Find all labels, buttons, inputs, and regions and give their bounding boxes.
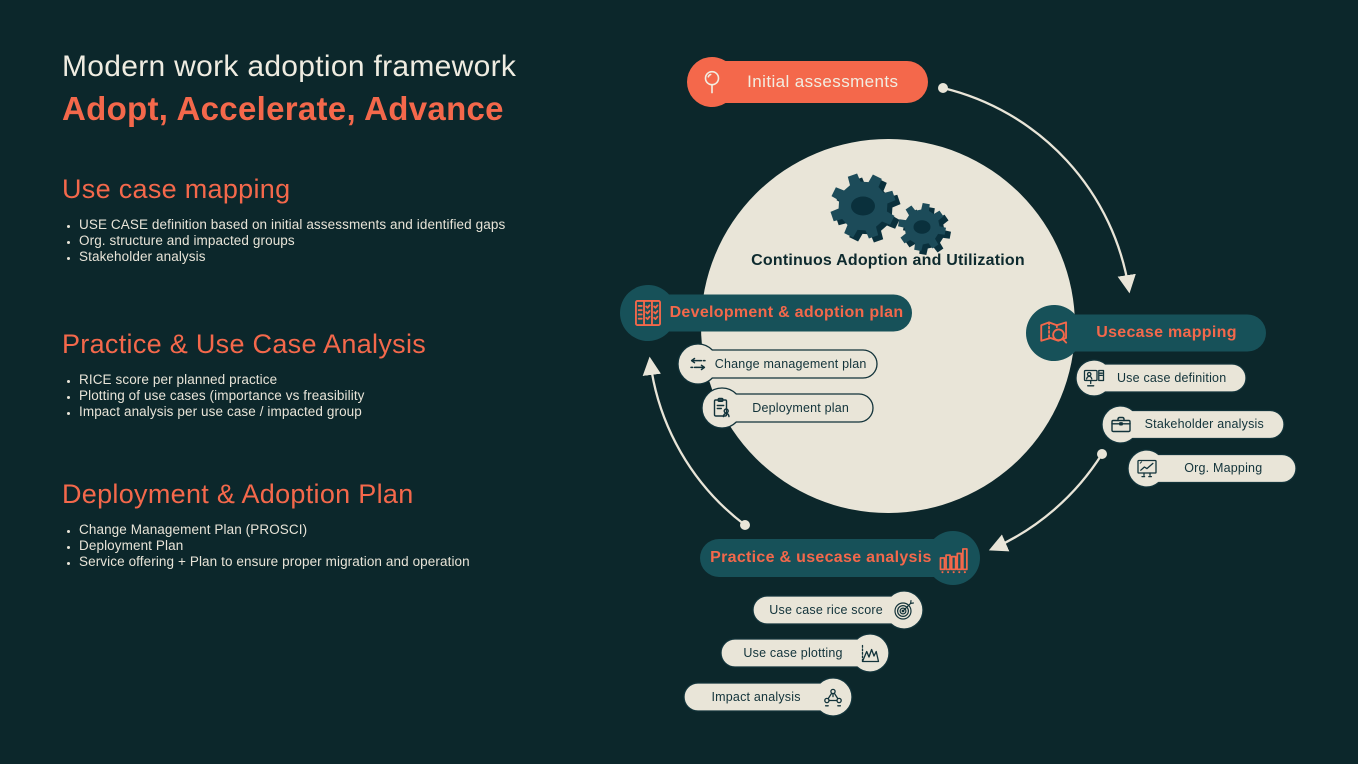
briefcase-icon bbox=[1109, 412, 1133, 436]
peaks-plot-icon bbox=[858, 641, 882, 665]
slide-subtitle: Adopt, Accelerate, Advance bbox=[62, 90, 504, 127]
flow-dot bbox=[1097, 449, 1107, 459]
bullet-item: Plotting of use cases (importance vs fre… bbox=[79, 388, 602, 404]
section-use-case-mapping: Use case mapping USE CASE definition bas… bbox=[62, 174, 602, 266]
bullet-item: Stakeholder analysis bbox=[79, 249, 602, 265]
sub-pill-label: Impact analysis bbox=[711, 690, 801, 704]
sub-pill-use-case-plotting: Use case plotting bbox=[720, 633, 890, 673]
sub-pill-label: Use case plotting bbox=[743, 646, 843, 660]
bullet-item: Change Management Plan (PROSCI) bbox=[79, 522, 602, 538]
sub-pill-label: Use case rice score bbox=[769, 603, 883, 617]
sub-pill-label: Change management plan bbox=[714, 357, 867, 371]
sub-pill-org-mapping: Org. Mapping bbox=[1127, 448, 1297, 488]
sub-pill-use-case-definition: Use case definition bbox=[1075, 359, 1247, 397]
bullet-item: Impact analysis per use case / impacted … bbox=[79, 404, 602, 420]
sub-pill-change-management-plan: Change management plan bbox=[677, 343, 878, 385]
sub-pill-label: Deployment plan bbox=[752, 401, 850, 415]
bullet-item: USE CASE definition based on initial ass… bbox=[79, 217, 602, 233]
stage-pill-usecase-mapping: Usecase mapping bbox=[1026, 304, 1266, 361]
gears-icon bbox=[830, 173, 951, 255]
presentation-chart-icon bbox=[1135, 456, 1159, 480]
stage-pill-practice-usecase-analysis: Practice & usecase analysis bbox=[700, 531, 980, 585]
section-heading: Deployment & Adoption Plan bbox=[62, 479, 414, 509]
stage-pill-label: Development & adoption plan bbox=[669, 303, 904, 321]
clipboard-person-icon bbox=[710, 396, 734, 420]
stage-pill-label: Initial assessments bbox=[747, 72, 899, 91]
stage-pill-initial-assessments: Initial assessments bbox=[687, 57, 928, 107]
stage-pill-label: Usecase mapping bbox=[1096, 323, 1237, 341]
bullet-item: Org. structure and impacted groups bbox=[79, 233, 602, 249]
target-dart-icon bbox=[892, 598, 916, 622]
double-arrow-icon bbox=[686, 352, 710, 376]
center-label: Continuos Adoption and Utilization bbox=[751, 252, 1025, 269]
monitor-person-book-icon bbox=[1082, 366, 1106, 390]
sub-pill-stakeholder-analysis: Stakeholder analysis bbox=[1101, 404, 1285, 444]
bullet-item: RICE score per planned practice bbox=[79, 372, 602, 388]
kanban-board-icon bbox=[631, 296, 665, 330]
sub-pill-label: Use case definition bbox=[1116, 371, 1227, 385]
stage-pill-development-adoption-plan: Development & adoption plan bbox=[620, 284, 912, 341]
sub-pill-impact-analysis: Impact analysis bbox=[683, 677, 853, 717]
bullet-list: RICE score per planned practice Plotting… bbox=[62, 372, 602, 421]
stage-pill-label: Practice & usecase analysis bbox=[710, 549, 932, 566]
sub-pill-deployment-plan: Deployment plan bbox=[701, 387, 874, 429]
slide-title: Modern work adoption framework bbox=[62, 50, 517, 83]
sub-pill-label: Stakeholder analysis bbox=[1144, 417, 1264, 431]
map-magnifier-icon bbox=[1037, 316, 1071, 350]
magnifier-pin-icon bbox=[699, 69, 725, 95]
section-deployment-plan: Deployment & Adoption Plan Change Manage… bbox=[62, 479, 602, 571]
people-network-icon bbox=[821, 685, 845, 709]
section-heading: Practice & Use Case Analysis bbox=[62, 329, 427, 359]
title-block: Modern work adoption framework Adopt, Ac… bbox=[62, 48, 622, 129]
bar-chart-icon bbox=[937, 542, 969, 574]
bullet-item: Service offering + Plan to ensure proper… bbox=[79, 554, 602, 570]
sub-pill-use-case-rice-score: Use case rice score bbox=[752, 590, 924, 630]
bullet-list: USE CASE definition based on initial ass… bbox=[62, 217, 602, 266]
flow-dot bbox=[938, 83, 948, 93]
bullet-item: Deployment Plan bbox=[79, 538, 602, 554]
section-heading: Use case mapping bbox=[62, 174, 291, 204]
section-practice-analysis: Practice & Use Case Analysis RICE score … bbox=[62, 329, 602, 421]
sub-pill-label: Org. Mapping bbox=[1184, 461, 1263, 475]
bullet-list: Change Management Plan (PROSCI) Deployme… bbox=[62, 522, 602, 571]
